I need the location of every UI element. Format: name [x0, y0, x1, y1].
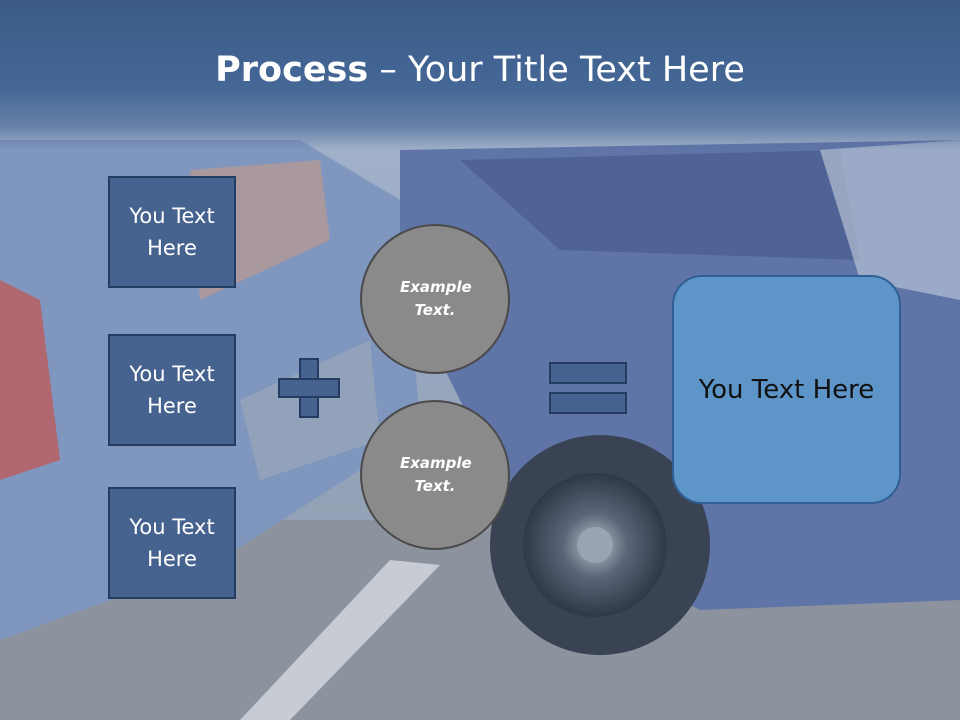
example-circle-2[interactable]: Example Text. — [360, 400, 510, 550]
text-box-1[interactable]: You Text Here — [108, 176, 236, 288]
example-circle-2-label: Example Text. — [400, 454, 472, 495]
title-rest: – Your Title Text Here — [368, 50, 745, 90]
title-bar — [0, 0, 960, 150]
text-box-3[interactable]: You Text Here — [108, 487, 236, 599]
text-box-2[interactable]: You Text Here — [108, 334, 236, 446]
title-bold: Process — [215, 50, 369, 90]
result-box[interactable]: You Text Here — [672, 275, 901, 504]
slide-title: Process – Your Title Text Here — [0, 50, 960, 90]
example-circle-1[interactable]: Example Text. — [360, 224, 510, 374]
example-circle-1-label: Example Text. — [400, 278, 472, 319]
